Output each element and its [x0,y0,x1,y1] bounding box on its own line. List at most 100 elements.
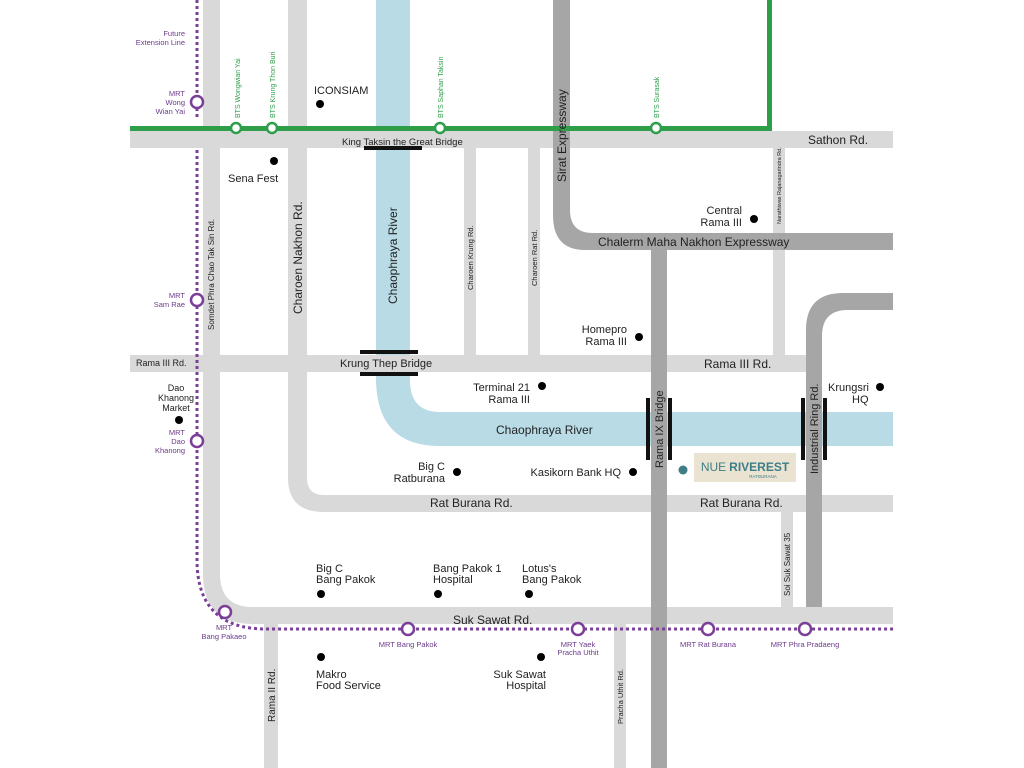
poi-bangpakok-hospital-label-2: Hospital [433,574,473,586]
sathon-road-label: Sathon Rd. [808,133,868,147]
mrt-wong-wian-yai-label-3: Wian Yai [156,107,186,116]
poi-suksawat-hospital-label-1: Suk Sawat [493,669,546,681]
bts-wongwian-yai-station [229,121,243,135]
poi-dao-khanong-label-2: Khanong [158,393,194,403]
mrt-wong-wian-yai-station [189,94,205,110]
poi-marker [538,382,546,390]
mrt-wong-wian-yai-label-1: MRT [169,89,186,98]
mrt-dao-khanong-label-1: MRT [169,428,186,437]
suk-sawat-road-label: Suk Sawat Rd. [453,613,532,627]
expressways [553,0,893,768]
poi-marker [434,590,442,598]
krung-thep-bridge-mark-top [360,350,418,354]
future-extension-label-2: Extension Line [136,38,185,47]
poi-marker [525,590,533,598]
river-label-vertical: Chaophraya River [386,207,400,304]
poi-central-label-2: Rama III [700,217,742,229]
soi-suk-sawat-35-label: Soi Suk Sawat 35 [783,532,792,596]
poi-bigc-bangpakok-label-1: Big C [316,563,343,575]
industrial-bridge-mark-right [823,398,827,460]
mrt-phra-pradaeng-label: MRT Phra Pradaeng [771,640,840,649]
bts-stations [229,121,663,135]
project-location-dot [678,465,688,475]
project-badge [694,453,796,482]
points-of-interest: ICONSIAM Sena Fest Central Rama III Home… [158,85,884,692]
mrt-bang-pakaeo-station [217,604,233,620]
rama9-bridge-mark-left [646,398,650,460]
bts-saphan-taksin-station [433,121,447,135]
bts-krung-thon-buri-station [265,121,279,135]
mrt-sam-rae-label-2: Sam Rae [154,300,185,309]
poi-bigc-ratburana-label-1: Big C [418,461,445,473]
poi-iconsiam-label: ICONSIAM [314,85,368,97]
krung-thep-bridge-label: Krung Thep Bridge [340,358,432,370]
bridge-marks [360,146,827,460]
mrt-yaek-pracha-uthit-label-1: MRT Yaek [561,640,596,649]
charoen-rat-road-label: Charoen Rat Rd. [530,230,539,286]
poi-bigc-ratburana-label-2: Ratburana [394,473,446,485]
project-name-prefix: NUE [701,460,726,474]
poi-homepro-label-1: Homepro [582,324,627,336]
mrt-bang-pakok-label: MRT Bang Pakok [379,640,438,649]
narathiwas-road-label: Narathiwas Rajanagarindra Rd. [777,147,783,224]
somdet-road-label: Somdet Phra Chao Tak Sin Rd. [207,219,216,330]
king-taksin-bridge-mark [364,146,422,150]
bts-wongwian-yai-label: BTS Wongwian Yai [235,58,242,118]
pracha-uthit-road-label: Pracha Uthit Rd. [616,669,625,724]
chalerm-expressway-label: Chalerm Maha Nakhon Expressway [598,235,789,249]
mrt-sam-rae-station [189,292,205,308]
rama2-road-label: Rama II Rd. [267,669,278,722]
mrt-sam-rae-label-1: MRT [169,291,186,300]
rama9-bridge-label: Rama IX Bridge [654,390,666,468]
krung-thep-bridge-mark-bottom [360,372,418,376]
bts-surasak-station [649,121,663,135]
mrt-phra-pradaeng-station [797,621,813,637]
mrt-rat-burana-station [700,621,716,637]
charoen-nakhon-road-label: Charoen Nakhon Rd. [291,201,305,314]
poi-bigc-bangpakok-label-2: Bang Pakok [316,574,376,586]
mrt-purple-line [195,0,893,631]
poi-bangpakok-hospital-label-1: Bang Pakok 1 [433,563,502,575]
mrt-wong-wian-yai-label-2: Wong [166,98,185,107]
rama3-road-right-label: Rama III Rd. [704,357,771,371]
poi-central-label-1: Central [707,205,742,217]
poi-dao-khanong-label-3: Market [162,403,190,413]
poi-lotus-label-1: Lotus's [522,563,557,575]
poi-marker [876,383,884,391]
poi-marker [629,468,637,476]
poi-marker [175,416,183,424]
poi-marker [537,653,545,661]
mrt-yaek-pracha-uthit-station [570,621,586,637]
mrt-yaek-pracha-uthit-label-2: Pracha Uthit [557,648,599,657]
mrt-rat-burana-label: MRT Rat Burana [680,640,737,649]
king-taksin-bridge-label: King Taksin the Great Bridge [342,137,463,148]
mrt-bang-pakaeo-label-1: MRT [216,623,233,632]
bts-saphan-taksin-label: BTS Saphan Taksin [438,57,445,118]
poi-marker [635,333,643,341]
project-name-main: RIVEREST [729,460,790,474]
mrt-dao-khanong-label-2: Dao [171,437,185,446]
poi-marker [270,157,278,165]
poi-marker [453,468,461,476]
future-extension-label-1: Future [163,29,185,38]
poi-terminal21-label-1: Terminal 21 [473,382,530,394]
bts-line [130,0,772,131]
poi-marker [750,215,758,223]
sirat-expressway-label: Sirat Expressway [555,89,569,182]
rama3-road-left-label: Rama III Rd. [136,358,187,368]
poi-lotus-label-2: Bang Pakok [522,574,582,586]
poi-suksawat-hospital-label-2: Hospital [506,680,546,692]
mrt-bang-pakaeo-label-2: Bang Pakaeo [201,632,246,641]
mrt-dao-khanong-station [189,433,205,449]
mrt-dao-khanong-label-3: Khanong [155,446,185,455]
bts-krung-thon-buri-label: BTS Krung Thon Buri [270,51,277,118]
poi-makro-label-1: Makro [316,669,347,681]
rat-burana-road-right-label: Rat Burana Rd. [700,496,783,510]
poi-terminal21-label-2: Rama III [488,394,530,406]
poi-kasikorn-label: Kasikorn Bank HQ [531,467,622,479]
industrial-ring-road-label: Industrial Ring Rd. [809,384,821,475]
poi-krungsri-label-2: HQ [852,394,869,406]
